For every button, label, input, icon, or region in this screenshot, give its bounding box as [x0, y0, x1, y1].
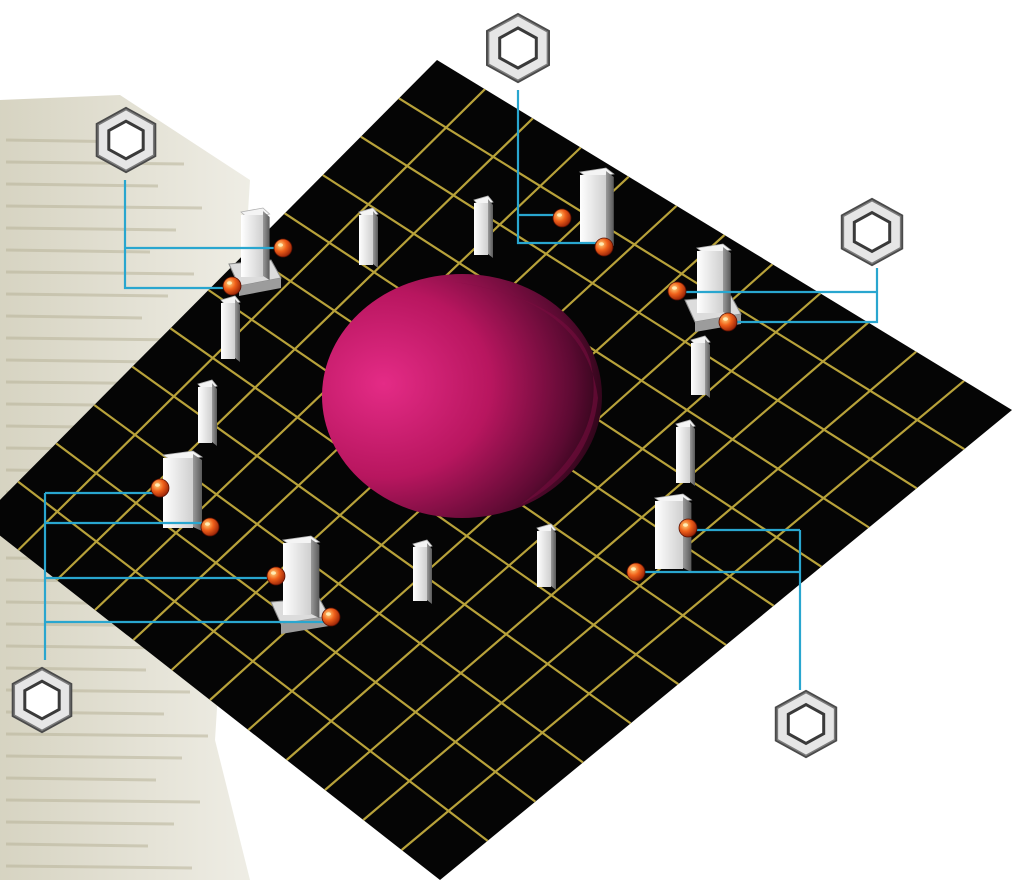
- magenta-sphere: [322, 274, 602, 518]
- pillar-block: [580, 168, 614, 246]
- orange-marker-icon: [679, 519, 697, 537]
- pillar-block: [537, 524, 556, 590]
- pillar-block: [221, 296, 240, 362]
- orange-marker-icon: [719, 313, 737, 331]
- hexagon-ring-icon: [486, 13, 550, 83]
- orange-marker-icon: [595, 238, 613, 256]
- orange-marker-icon: [223, 277, 241, 295]
- orange-marker-icon: [201, 518, 219, 536]
- pillar-block: [198, 380, 217, 446]
- pillar-block: [359, 208, 378, 268]
- orange-marker-icon: [668, 282, 686, 300]
- orange-marker-icon: [274, 239, 292, 257]
- hexagon-ring-icon: [841, 198, 903, 266]
- pillar-block: [691, 336, 710, 398]
- pillar-block: [676, 420, 695, 486]
- orange-marker-icon: [553, 209, 571, 227]
- orange-marker-icon: [267, 567, 285, 585]
- hexagon-ring-icon: [775, 690, 837, 758]
- pillar-block: [413, 540, 432, 604]
- orange-marker-icon: [322, 608, 340, 626]
- pillar-block: [474, 196, 493, 258]
- orange-marker-icon: [151, 479, 169, 497]
- orange-marker-icon: [627, 563, 645, 581]
